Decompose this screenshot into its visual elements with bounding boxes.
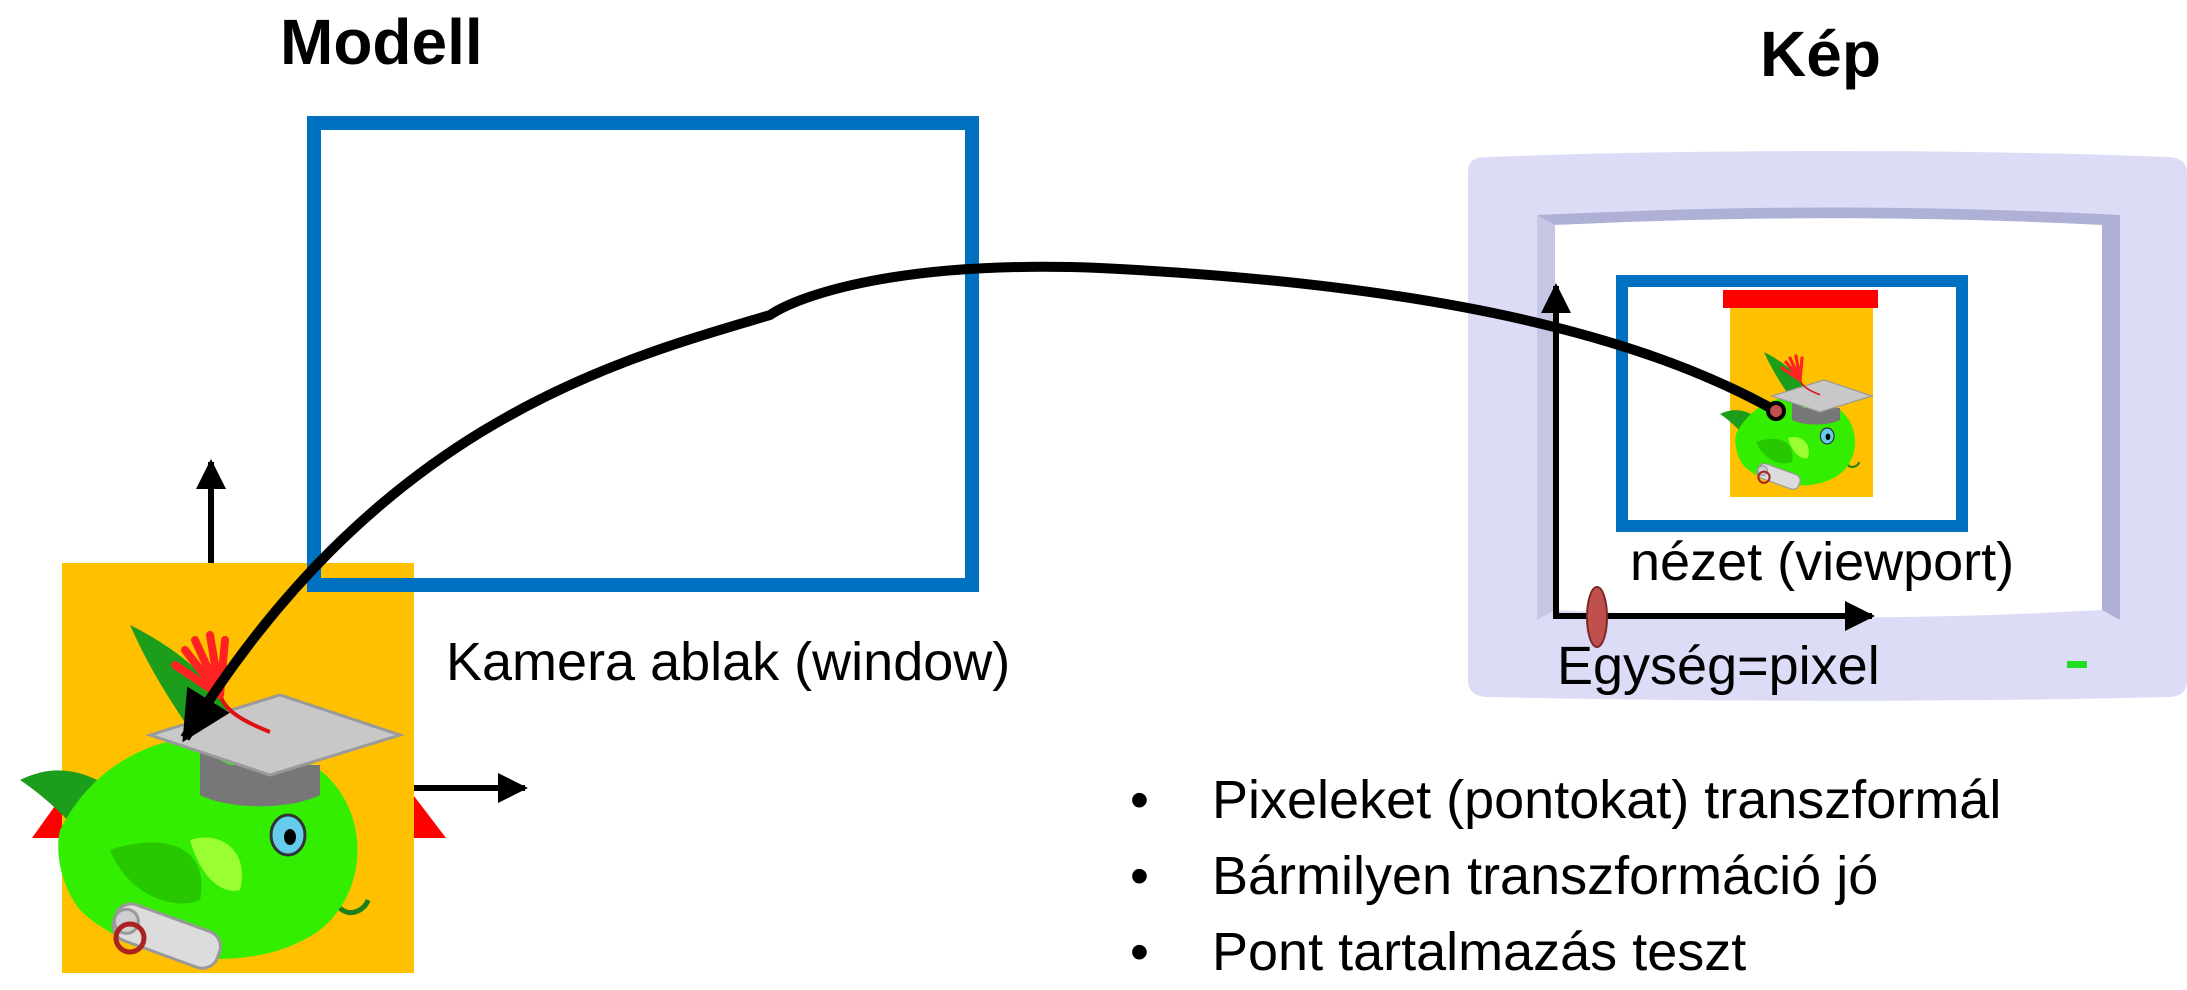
unit-label: Egység=pixel <box>1557 636 1880 696</box>
bullet-item: Pixeleket (pontokat) transzformál <box>1130 762 2001 838</box>
red-marker-right <box>414 796 446 838</box>
camera-window-frame <box>307 116 979 592</box>
model-axes <box>196 459 528 803</box>
viewport-label: nézet (viewport) <box>1630 532 2015 592</box>
bullet-item: Bármilyen transzformáció jó <box>1130 838 2001 914</box>
model-picture <box>20 563 446 973</box>
bullet-item: Pont tartalmazás teszt <box>1130 914 2001 990</box>
mapping-arrow <box>180 261 1786 743</box>
camera-window-label: Kamera ablak (window) <box>446 632 1011 692</box>
power-led <box>2067 661 2087 668</box>
viewport-frame <box>1616 275 1968 532</box>
model-title: Modell <box>280 6 483 78</box>
bullet-list: Pixeleket (pontokat) transzformál Bármil… <box>1130 762 2001 990</box>
unit-pixel-marker <box>1586 586 1608 648</box>
viewport-picture <box>1718 290 1878 497</box>
image-title: Kép <box>1760 18 1881 90</box>
